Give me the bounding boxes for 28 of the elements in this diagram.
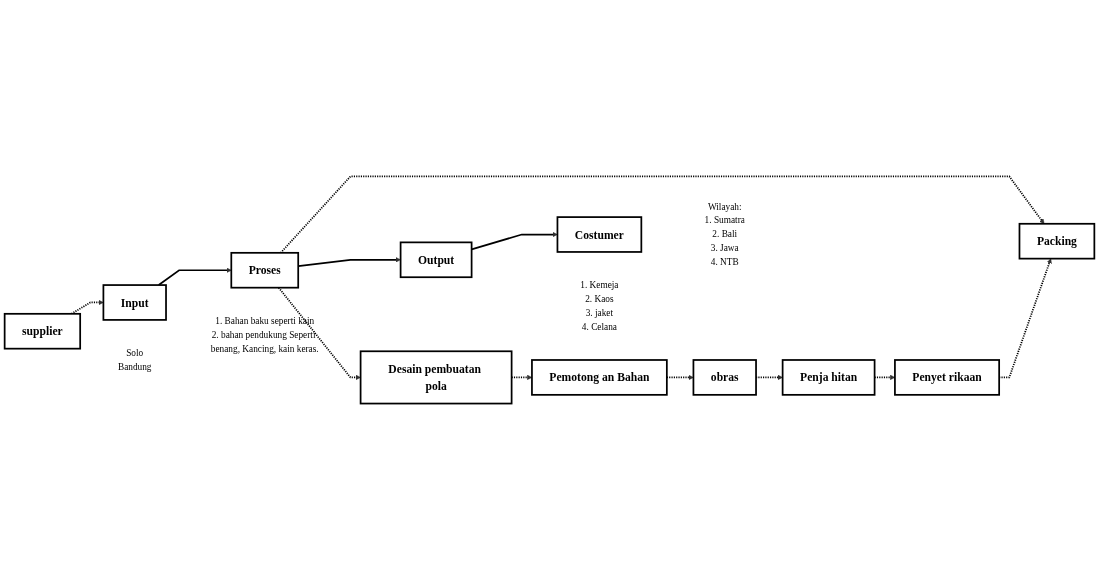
node-box: obras bbox=[692, 359, 757, 396]
node-label: Wilayah: bbox=[707, 201, 742, 212]
node-box: Penja hitan bbox=[781, 359, 876, 396]
node-label: 1. Sumatra bbox=[704, 215, 745, 226]
node-box: Desain pembuatan pola bbox=[359, 350, 513, 405]
node-label: 1. Bahan baku seperti kain bbox=[215, 315, 315, 326]
node-box: Pemotong an Bahan bbox=[531, 359, 668, 396]
node-box: Penyet rikaan bbox=[894, 359, 1000, 396]
arrow bbox=[279, 175, 1045, 254]
node-label: 4. Celana bbox=[581, 321, 617, 332]
node-label: Solo bbox=[126, 347, 144, 358]
node-label: 2. Bali bbox=[712, 229, 738, 240]
node-box: Output bbox=[399, 241, 473, 279]
node-label: 2. bahan pendukung Seperti benang, Kancing, kain keras. bbox=[210, 329, 319, 354]
node-label: 3. Jawa bbox=[710, 243, 739, 254]
node-box: Costumer bbox=[556, 216, 643, 253]
node-box: Proses bbox=[230, 251, 300, 289]
node-label: 1. Kemeja bbox=[580, 279, 619, 290]
node-box: Input bbox=[102, 284, 167, 321]
node-label: 3. jaket bbox=[585, 307, 614, 318]
arrow bbox=[157, 267, 232, 286]
node-box: supplier bbox=[3, 312, 82, 350]
node-label: 2. Kaos bbox=[585, 293, 614, 304]
arrow bbox=[277, 286, 361, 380]
arrow bbox=[70, 299, 104, 315]
node-label: Bandung bbox=[117, 361, 152, 372]
node-label: 4. NTB bbox=[710, 257, 739, 268]
node-box: Packing bbox=[1018, 222, 1096, 260]
